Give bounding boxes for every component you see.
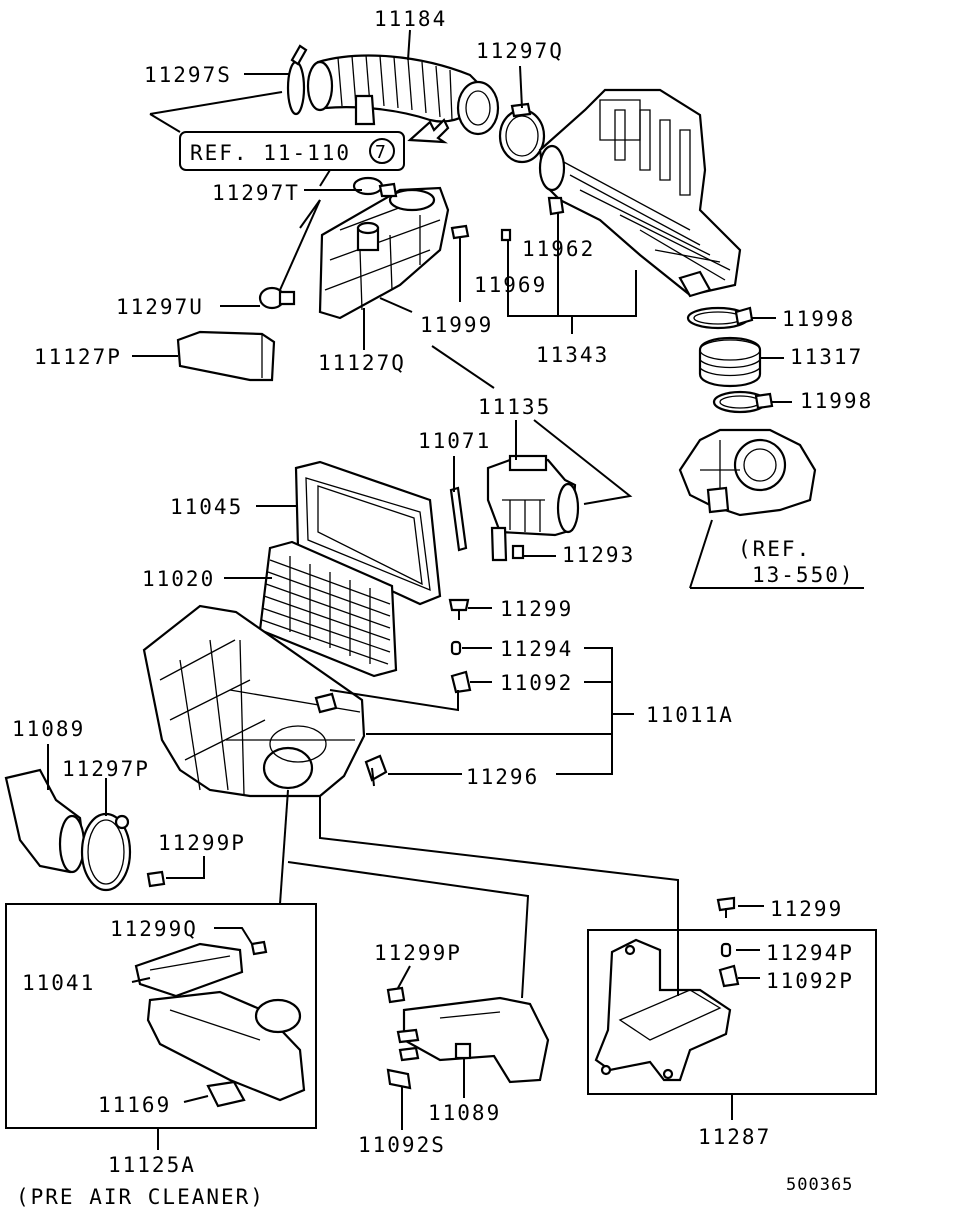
label-11299-upper: 11299 xyxy=(500,597,573,621)
label-pre-air-cleaner: (PRE AIR CLEANER) xyxy=(16,1185,265,1209)
label-11092S: 11092S xyxy=(358,1133,446,1157)
label-ref-13-550-a: (REF. xyxy=(738,537,811,561)
label-11297P: 11297P xyxy=(62,757,150,781)
gasket-11071 xyxy=(449,486,468,552)
clamp-11998-upper xyxy=(686,306,754,330)
label-11294P: 11294P xyxy=(766,941,854,965)
label-11299P-upper: 11299P xyxy=(158,831,246,855)
label-11169: 11169 xyxy=(98,1093,171,1117)
label-11299-right: 11299 xyxy=(770,897,843,921)
label-11999: 11999 xyxy=(420,313,493,337)
label-ref-13-550-b: 13-550) xyxy=(752,563,855,587)
bolt-11962 xyxy=(547,196,565,216)
hose-11317 xyxy=(698,336,762,388)
clip-11294P xyxy=(720,942,732,958)
label-11297Q: 11297Q xyxy=(476,39,564,63)
filter-element-11020 xyxy=(258,540,398,678)
air-cleaner-case-11011A xyxy=(142,604,366,798)
bolt-11299-upper xyxy=(448,598,470,620)
pre-air-cleaner-box xyxy=(5,903,317,1129)
label-11011A: 11011A xyxy=(646,703,734,727)
label-11962: 11962 xyxy=(522,237,595,261)
label-11184: 11184 xyxy=(374,7,447,31)
label-11089-lower: 11089 xyxy=(428,1101,501,1125)
resonator-duct-11343 xyxy=(538,88,742,298)
label-ref-11-110-num: 7 xyxy=(375,142,386,163)
label-11297T: 11297T xyxy=(212,181,300,205)
label-11135: 11135 xyxy=(478,395,551,419)
grommet-11092P xyxy=(718,964,740,988)
arrow-to-ref xyxy=(407,118,450,144)
clamp-11297T xyxy=(352,176,398,198)
pre-air-cleaner-body-11125A xyxy=(146,940,306,1108)
clip-11969 xyxy=(500,228,512,242)
label-11299Q: 11299Q xyxy=(110,917,198,941)
label-11092: 11092 xyxy=(500,671,573,695)
label-11089-upper: 11089 xyxy=(12,717,85,741)
clip-11294 xyxy=(450,640,462,656)
label-11287: 11287 xyxy=(698,1125,771,1149)
clamp-11297U xyxy=(258,286,296,310)
bracket-11287 xyxy=(594,938,732,1082)
diagram-code: 500365 xyxy=(786,1175,853,1195)
airflow-sensor-11135 xyxy=(486,454,580,562)
label-11343: 11343 xyxy=(536,343,609,367)
label-11998-upper: 11998 xyxy=(782,307,855,331)
ref-11-110-box xyxy=(179,131,405,171)
label-11045: 11045 xyxy=(170,495,243,519)
intake-hose-11184 xyxy=(306,54,500,136)
label-11041: 11041 xyxy=(22,971,95,995)
label-11299P-lower: 11299P xyxy=(374,941,462,965)
bracket-11092S xyxy=(386,1068,412,1090)
label-ref-11-110: REF. 11-110 xyxy=(190,141,351,165)
duct-11089-lower xyxy=(396,996,550,1084)
label-11297S: 11297S xyxy=(144,63,232,87)
label-11293: 11293 xyxy=(562,543,635,567)
bolt-11999 xyxy=(450,224,470,246)
resonator-11127Q xyxy=(318,186,450,320)
label-11317: 11317 xyxy=(790,345,863,369)
label-11127Q: 11127Q xyxy=(318,351,406,375)
bolt-11299P-lower xyxy=(386,986,406,1004)
throttle-body-ref-13-550 xyxy=(678,428,817,517)
clamp-11297S xyxy=(286,44,308,116)
label-11092P: 11092P xyxy=(766,969,854,993)
label-11998-lower: 11998 xyxy=(800,389,873,413)
duct-11089-upper xyxy=(4,768,86,874)
label-11294: 11294 xyxy=(500,637,573,661)
gasket-11297P xyxy=(80,812,132,892)
bracket-11041 xyxy=(134,942,244,998)
label-11125A: 11125A xyxy=(108,1153,196,1177)
screw-11293 xyxy=(511,544,525,560)
grommet-11092 xyxy=(450,670,472,694)
label-11020: 11020 xyxy=(142,567,215,591)
label-11127P: 11127P xyxy=(34,345,122,369)
leader-lines xyxy=(47,29,864,1150)
label-11969: 11969 xyxy=(474,273,547,297)
bolt-11299P-upper xyxy=(146,870,166,888)
bolt-11299-right xyxy=(716,896,736,918)
clip-11296 xyxy=(364,754,388,787)
clamp-11297Q xyxy=(498,102,546,164)
clamp-11998-lower xyxy=(712,390,774,414)
label-11071: 11071 xyxy=(418,429,491,453)
label-11296: 11296 xyxy=(466,765,539,789)
label-11297U: 11297U xyxy=(116,295,204,319)
duct-11127P xyxy=(176,330,276,382)
